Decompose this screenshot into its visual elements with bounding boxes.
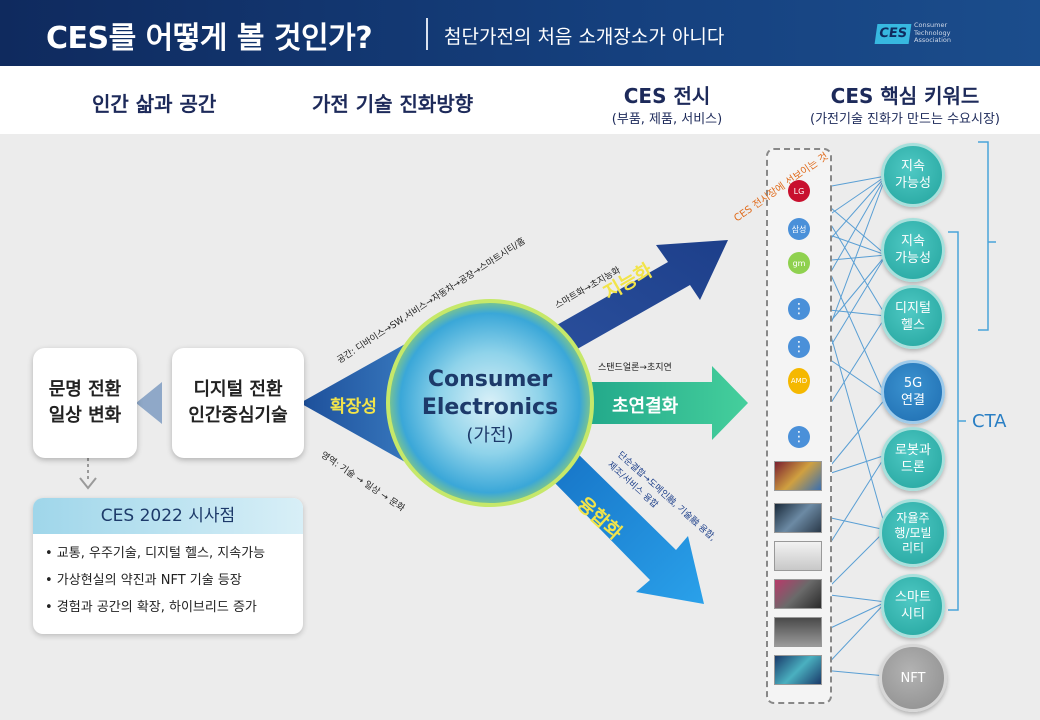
cta-label: CTA <box>972 411 1007 432</box>
hyperconnect-arrow <box>580 366 748 440</box>
column-title-keywords: CES 핵심 키워드 <box>830 84 980 108</box>
company-logo-lg: LG <box>788 180 810 202</box>
keyword-sustainability: 지속 가능성 <box>881 218 945 282</box>
more-dots-icon: ⋮ <box>788 298 810 320</box>
insight-item: • 교통, 우주기술, 디지털 헬스, 지속가능 <box>45 546 266 561</box>
more-dots-icon: ⋮ <box>788 426 810 448</box>
left-connector-arrow <box>136 382 162 424</box>
column-header-band <box>0 66 1040 134</box>
civilization-change-box: 문명 전환 일상 변화 <box>33 348 137 458</box>
intelligence-arrow <box>548 240 728 352</box>
ce-label-line3: (가전) <box>466 425 514 446</box>
ce-label: Consumer Electronics (가전) <box>410 366 570 450</box>
more-dots-icon: ⋮ <box>788 336 810 358</box>
keyword-5g: 5G 연결 <box>881 360 945 424</box>
convergence-arrow <box>548 448 704 604</box>
bracket-top <box>978 141 996 331</box>
keyword-smart-city: 스마트 시티 <box>881 574 945 638</box>
consumer-electronics-circle <box>386 299 594 507</box>
company-logo-samsung: 삼성 <box>788 218 810 240</box>
company-logo-gm: gm <box>788 252 810 274</box>
insight-item: • 가상현실의 약진과 NFT 기술 등장 <box>45 573 242 588</box>
keyword-mobility: 자율주 행/모빌 리티 <box>879 499 947 567</box>
exhibit-image-city <box>774 617 822 647</box>
insight-item: • 경험과 공간의 확장, 하이브리드 증가 <box>45 600 257 615</box>
ce-label-line1: Consumer <box>427 367 553 392</box>
column-sub-ces-exhibit: (부품, 제품, 서비스) <box>611 112 723 127</box>
insight-card-title: CES 2022 시사점 <box>33 498 303 534</box>
cta-logo-text: Consumer Technology Association <box>914 21 952 44</box>
keyword-digital-health: 디지털 헬스 <box>881 285 945 349</box>
column-title-ces-exhibit: CES 전시 <box>623 84 711 108</box>
exhibit-image-robot <box>774 541 822 571</box>
company-logo-amd: AMD <box>788 368 810 394</box>
keyword-nft: NFT <box>879 644 947 712</box>
hyperconnect-label: 초연결화 <box>612 396 679 417</box>
hyperconnect-sub: 스탠드얼론→초지연 <box>598 363 672 373</box>
column-title-life-space: 인간 삶과 공간 <box>92 92 217 116</box>
header-bar <box>0 0 1040 66</box>
keyword-robots-drones: 로봇과 드론 <box>881 427 945 491</box>
exhibit-image-display <box>774 461 822 491</box>
exhibit-image-chip <box>774 655 822 685</box>
expand-label: 확장성 <box>330 397 377 417</box>
title-divider <box>426 18 428 50</box>
page-title: CES를 어떻게 볼 것인가? <box>46 21 373 56</box>
bracket-cta <box>948 231 966 611</box>
exhibit-image-car <box>774 503 822 533</box>
keyword-sustainability: 지속 가능성 <box>881 143 945 207</box>
column-title-tech-direction: 가전 기술 진화방향 <box>312 92 474 116</box>
ces2022-insight-card: CES 2022 시사점 • 교통, 우주기술, 디지털 헬스, 지속가능 • … <box>33 498 303 634</box>
page-subtitle: 첨단가전의 처음 소개장소가 아니다 <box>444 26 725 48</box>
exhibit-image-presenter <box>774 579 822 609</box>
digital-transition-box: 디지털 전환 인간중심기술 <box>172 348 304 458</box>
column-sub-keywords: (가전기술 진화가 만드는 수요시장) <box>810 112 1000 127</box>
ce-label-line2: Electronics <box>421 395 559 420</box>
